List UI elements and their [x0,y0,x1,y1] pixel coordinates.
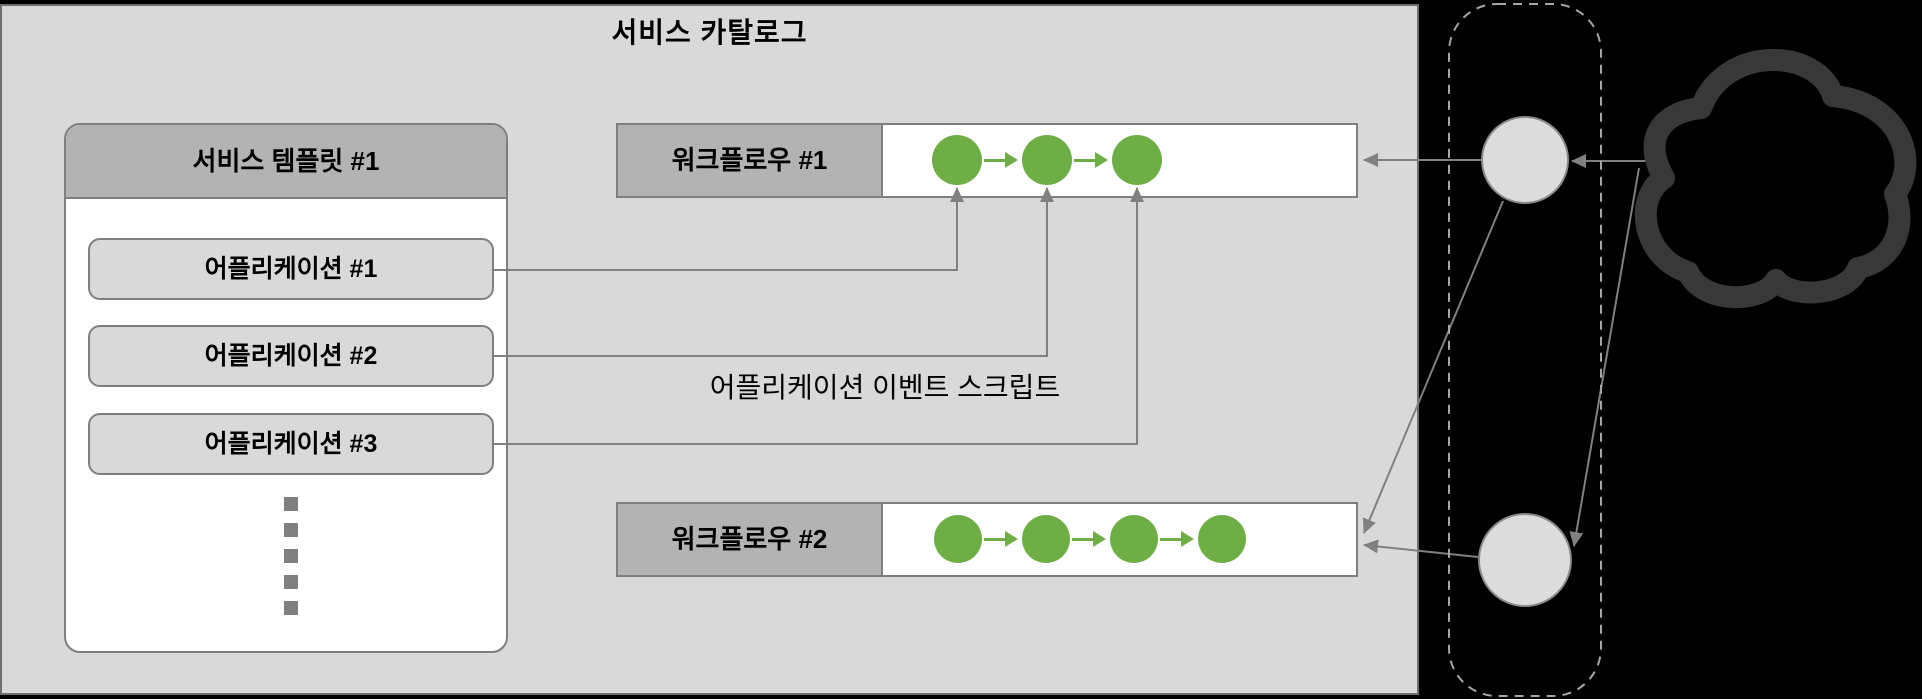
step-arrow-icon [984,538,1007,541]
workflow-label-1: 워크플로우 #1 [618,125,883,196]
service-template-box: 서비스 템플릿 #1 [64,123,508,653]
workflow-step-node [1110,515,1158,563]
step-arrow-icon [984,159,1007,162]
workflow-step-node [1022,515,1070,563]
step-arrow-icon [1160,538,1183,541]
workflow-step-node [1022,135,1072,185]
more-items-ellipsis-icon [284,575,298,589]
gateway-node-top [1481,116,1569,204]
workflow-step-node [1112,135,1162,185]
workflow-label-2: 워크플로우 #2 [618,504,883,575]
service-template-header: 서비스 템플릿 #1 [66,125,506,199]
boundary-dashed-box [1448,3,1602,697]
more-items-ellipsis-icon [284,549,298,563]
workflow-step-node [932,135,982,185]
application-box-1: 어플리케이션 #1 [88,238,494,300]
workflow-step-node [934,515,982,563]
step-arrowhead-icon [1095,152,1108,168]
step-arrowhead-icon [1181,531,1194,547]
gateway-node-bottom [1478,513,1572,607]
step-arrow-icon [1074,159,1097,162]
workflow-row-1: 워크플로우 #1 [616,123,1358,198]
page-title: 서비스 카탈로그 [611,17,808,48]
application-box-2: 어플리케이션 #2 [88,325,494,387]
step-arrowhead-icon [1093,531,1106,547]
application-box-3: 어플리케이션 #3 [88,413,494,475]
event-script-annotation: 어플리케이션 이벤트 스크립트 [709,372,1061,403]
more-items-ellipsis-icon [284,523,298,537]
connector-cloud-to-node2 [1569,167,1640,547]
more-items-ellipsis-icon [284,497,298,511]
step-arrowhead-icon [1005,531,1018,547]
step-arrow-icon [1072,538,1095,541]
step-arrowhead-icon [1005,152,1018,168]
cloud-icon [1634,48,1917,308]
workflow-step-node [1198,515,1246,563]
more-items-ellipsis-icon [284,601,298,615]
